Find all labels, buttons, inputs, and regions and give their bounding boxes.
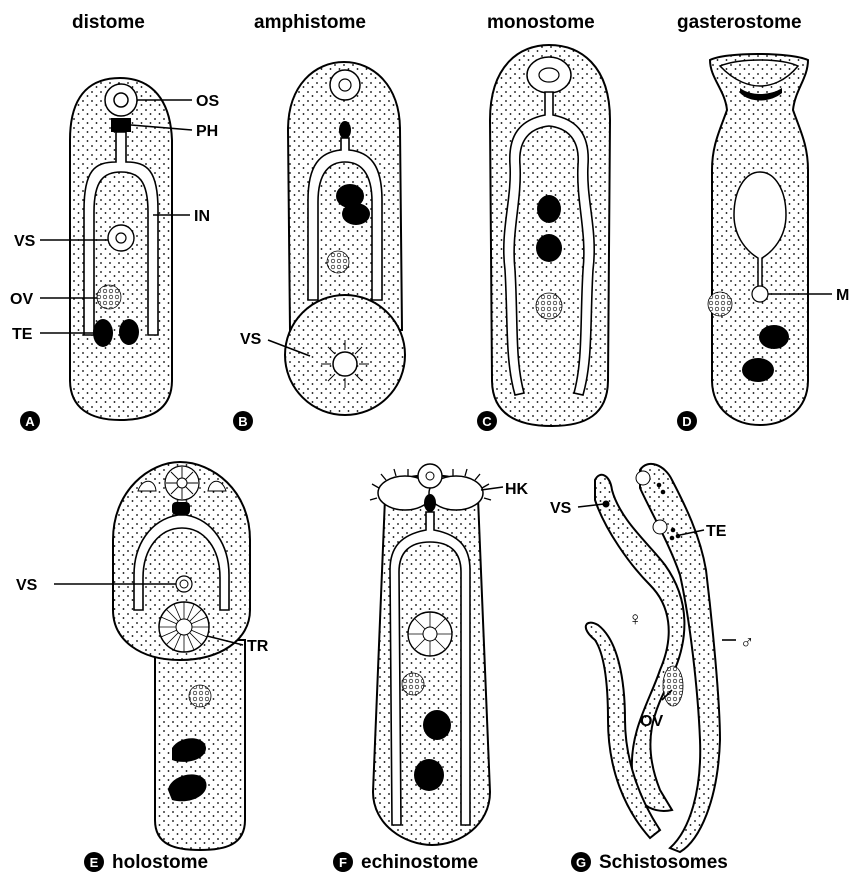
label-male: ♂ bbox=[740, 632, 754, 653]
label-in: IN bbox=[194, 208, 210, 225]
title-gasterostome: gasterostome bbox=[677, 12, 802, 33]
panel-g-schistosomes: VS TE OV ♀ ♂ G Schistosomes bbox=[550, 464, 754, 873]
title-schistosomes: Schistosomes bbox=[599, 852, 728, 873]
panel-c-monostome: monostome C bbox=[477, 12, 610, 431]
testis-1 bbox=[93, 319, 113, 347]
ovary bbox=[97, 285, 121, 309]
title-echinostome: echinostome bbox=[361, 852, 478, 873]
testis-2 bbox=[119, 319, 139, 345]
panel-b-amphistome: amphistome VS B bbox=[233, 12, 405, 431]
panel-e-holostome: VS TR E holostome bbox=[16, 462, 269, 873]
label-os: OS bbox=[196, 93, 219, 110]
label-vs-g: VS bbox=[550, 500, 572, 517]
label-ov-a: OV bbox=[10, 291, 33, 308]
svg-text:G: G bbox=[576, 855, 586, 870]
mouth bbox=[752, 286, 768, 302]
svg-text:B: B bbox=[238, 414, 247, 429]
title-distome: distome bbox=[72, 12, 145, 33]
title-monostome: monostome bbox=[487, 12, 595, 33]
svg-text:C: C bbox=[482, 414, 492, 429]
svg-text:E: E bbox=[90, 855, 99, 870]
label-vs-b: VS bbox=[240, 331, 262, 348]
panel-f-echinostome: HK F echinostome bbox=[333, 464, 529, 873]
label-te-a: TE bbox=[12, 326, 33, 343]
pharynx bbox=[111, 118, 131, 132]
label-m: M bbox=[836, 287, 849, 304]
svg-text:A: A bbox=[25, 414, 35, 429]
label-tr: TR bbox=[247, 638, 269, 655]
label-hk: HK bbox=[505, 481, 529, 498]
title-holostome: holostome bbox=[112, 852, 208, 873]
svg-text:D: D bbox=[682, 414, 691, 429]
label-ov-g: OV bbox=[640, 713, 663, 730]
panel-a-distome: distome OS PH IN VS OV TE A bbox=[10, 12, 219, 431]
label-te-g: TE bbox=[706, 523, 727, 540]
label-vs-e: VS bbox=[16, 577, 38, 594]
title-amphistome: amphistome bbox=[254, 12, 366, 33]
label-ph: PH bbox=[196, 123, 218, 140]
panel-d-gasterostome: gasterostome M D bbox=[677, 12, 849, 431]
label-vs-a: VS bbox=[14, 233, 36, 250]
svg-text:F: F bbox=[339, 855, 347, 870]
label-female: ♀ bbox=[628, 609, 642, 630]
